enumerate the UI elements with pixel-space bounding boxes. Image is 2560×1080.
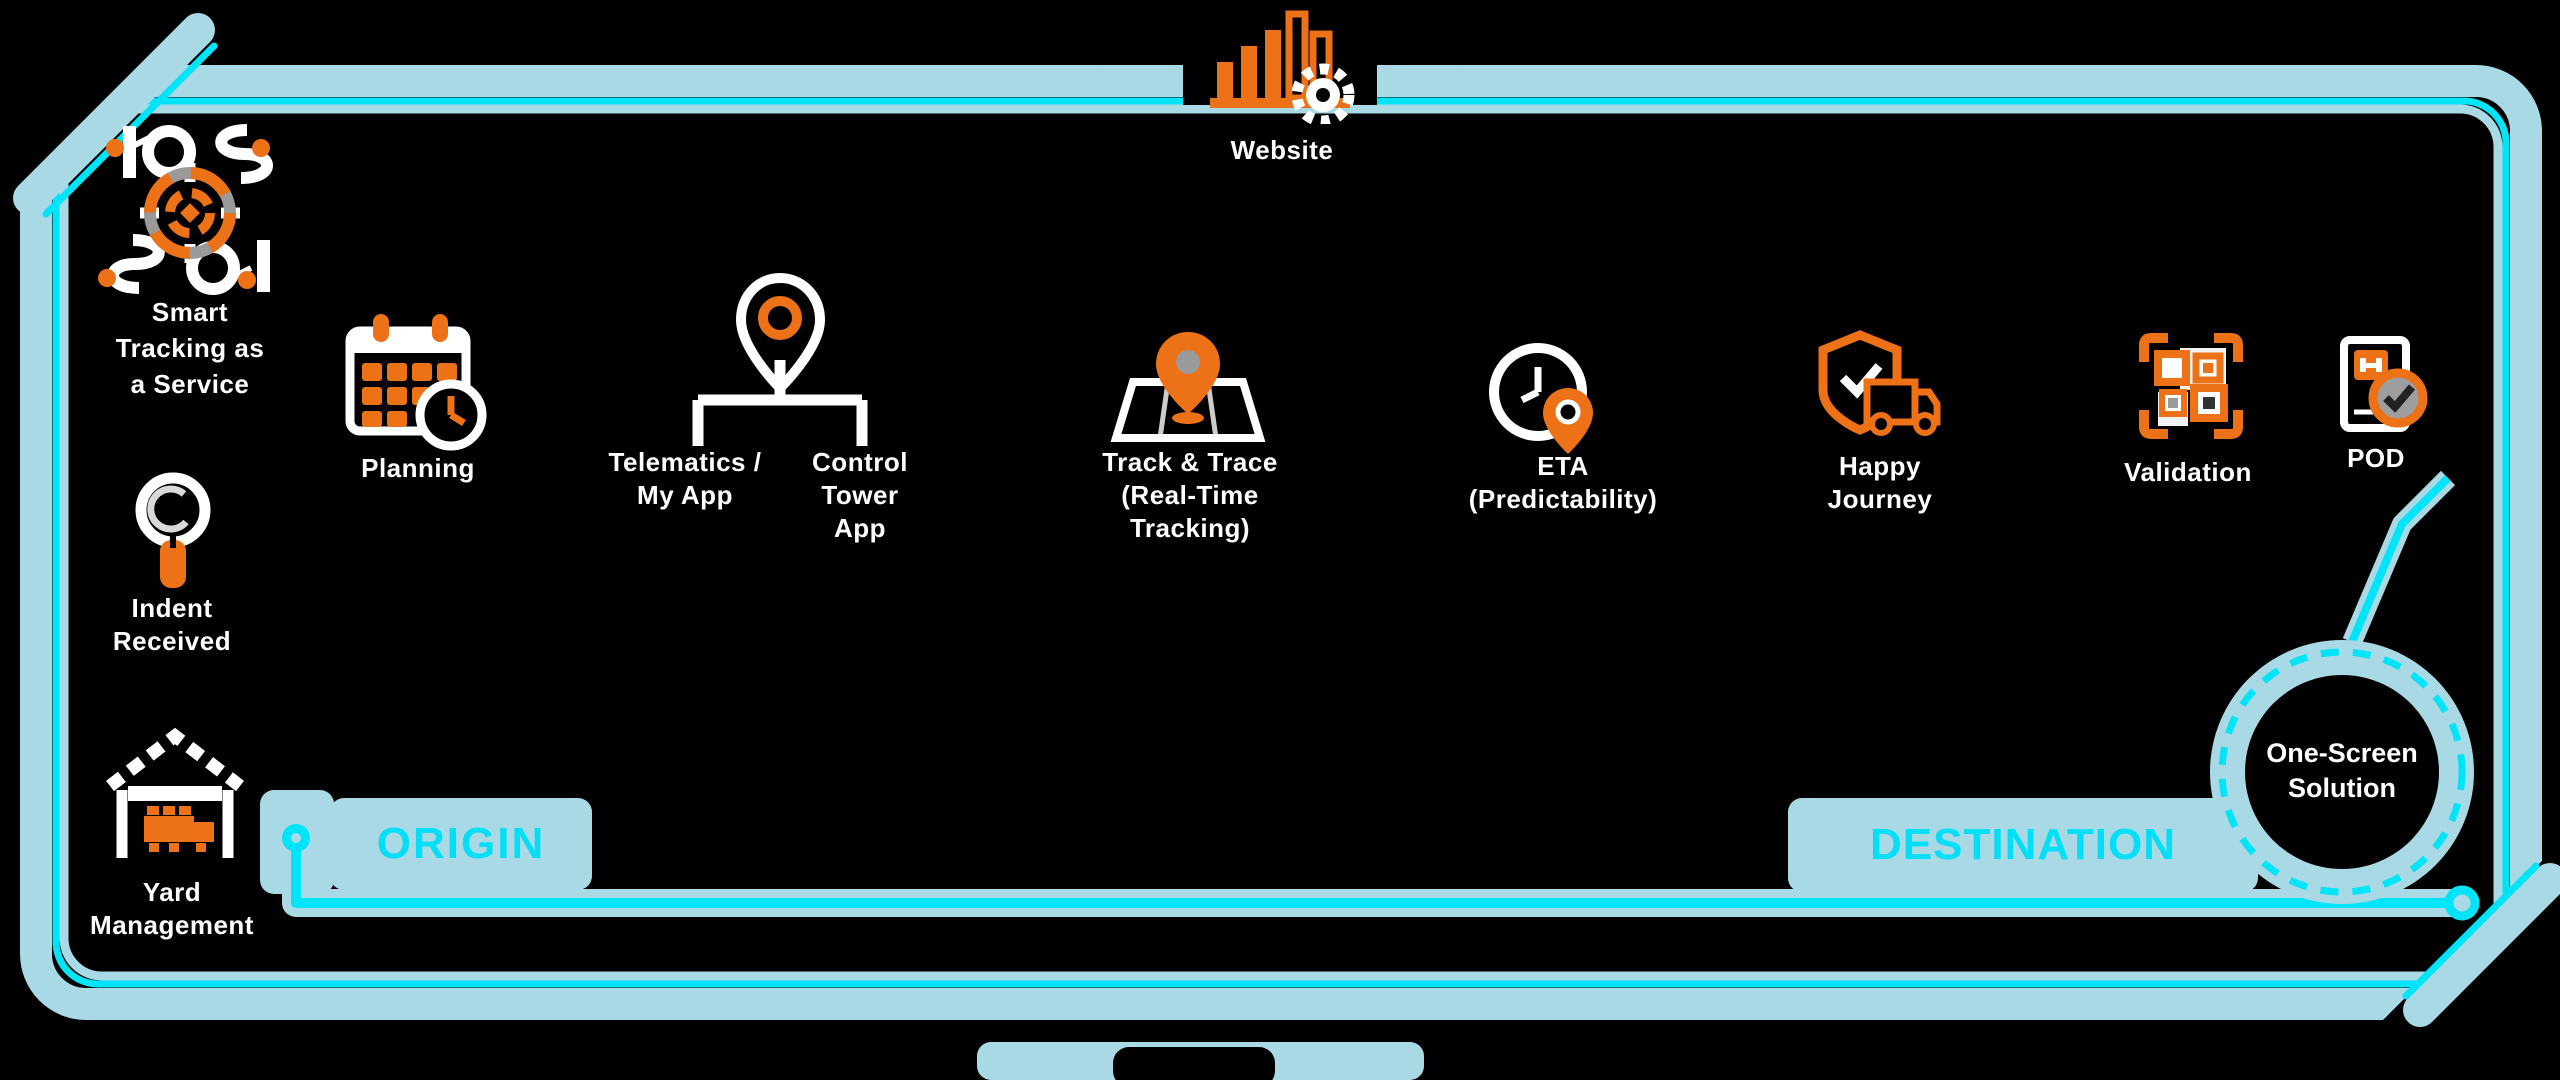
analytics-gear-icon [1210, 10, 1355, 124]
eta-label: ETA (Predictability) [1438, 450, 1688, 516]
happy-journey-line1: Happy [1839, 451, 1921, 481]
control-tower-label: Control Tower App [795, 446, 925, 545]
validation-label: Validation [2124, 457, 2252, 487]
yard-line2: Management [90, 910, 254, 940]
control-tower-line2: Tower [821, 480, 899, 510]
origin-dot-center [291, 833, 301, 843]
qr-code-icon [2139, 333, 2243, 439]
origin-badge-bg [330, 798, 592, 890]
destination-badge: DESTINATION [1870, 820, 2176, 869]
bubble-line1: One-Screen [2266, 738, 2418, 768]
track-trace-line2: (Real-Time [1121, 480, 1259, 510]
logo-tagline-line3: a Service [130, 369, 250, 399]
happy-journey-label: Happy Journey [1778, 450, 1982, 516]
logo-tagline-line1: Smart [151, 297, 229, 327]
route-line [291, 845, 2462, 908]
pod-label: POD [2347, 443, 2405, 473]
destination-badge-bg [1788, 798, 2258, 892]
track-trace-label: Track & Trace (Real-Time Tracking) [1068, 446, 1312, 545]
gps-target-circuit-icon [98, 124, 273, 295]
indent-line2: Received [112, 626, 232, 656]
bubble-dashed-ring [2218, 648, 2466, 896]
track-trace-line3: Tracking) [1129, 513, 1251, 543]
frame-inner-line [59, 104, 2503, 981]
logo-tagline-line2: Tracking as [115, 333, 265, 363]
track-trace-line1: Track & Trace [1102, 447, 1278, 477]
control-tower-line1: Control [812, 447, 908, 477]
planning-label: Planning [361, 453, 475, 483]
frame-tl-diagonal [13, 13, 215, 215]
destination-end-dot [2444, 885, 2480, 921]
happy-journey-line2: Journey [1827, 484, 1933, 514]
bubble-line2: Solution [2288, 773, 2396, 804]
website-label: Website [1230, 135, 1334, 165]
eta-line1: ETA [1537, 451, 1589, 481]
branch-connector [692, 360, 868, 446]
origin-badge: ORIGIN [376, 819, 546, 868]
clock-pin-icon [1489, 343, 1593, 454]
telematics-line1: Telematics / [608, 447, 762, 477]
calendar-clock-icon [345, 314, 487, 451]
telematics-label: Telematics / My App [580, 446, 790, 512]
logo-tagline: Smart Tracking as a Service [70, 294, 310, 402]
frame-br-diagonal [2403, 863, 2560, 1027]
yard-line1: Yard [142, 877, 202, 907]
eta-line2: (Predictability) [1468, 484, 1658, 514]
pod-connector-line [2348, 475, 2451, 644]
control-tower-line3: App [833, 513, 887, 543]
yard-management-label: Yard Management [50, 876, 294, 942]
bottom-tab-notch [1113, 1047, 1275, 1080]
indent-received-label: Indent Received [72, 592, 272, 658]
one-screen-solution-bubble: One-Screen Solution [2240, 736, 2444, 806]
magnifier-icon [135, 472, 211, 588]
indent-line1: Indent [131, 593, 213, 623]
bubble-inner [2245, 675, 2439, 869]
map-pin-icon [1110, 332, 1266, 442]
warehouse-truck-icon [106, 728, 244, 858]
pod-document-icon [2340, 336, 2428, 432]
frame-br-diagonal-cyan [2402, 862, 2540, 1000]
shield-truck-icon [1818, 330, 1941, 436]
telematics-line2: My App [637, 480, 733, 510]
